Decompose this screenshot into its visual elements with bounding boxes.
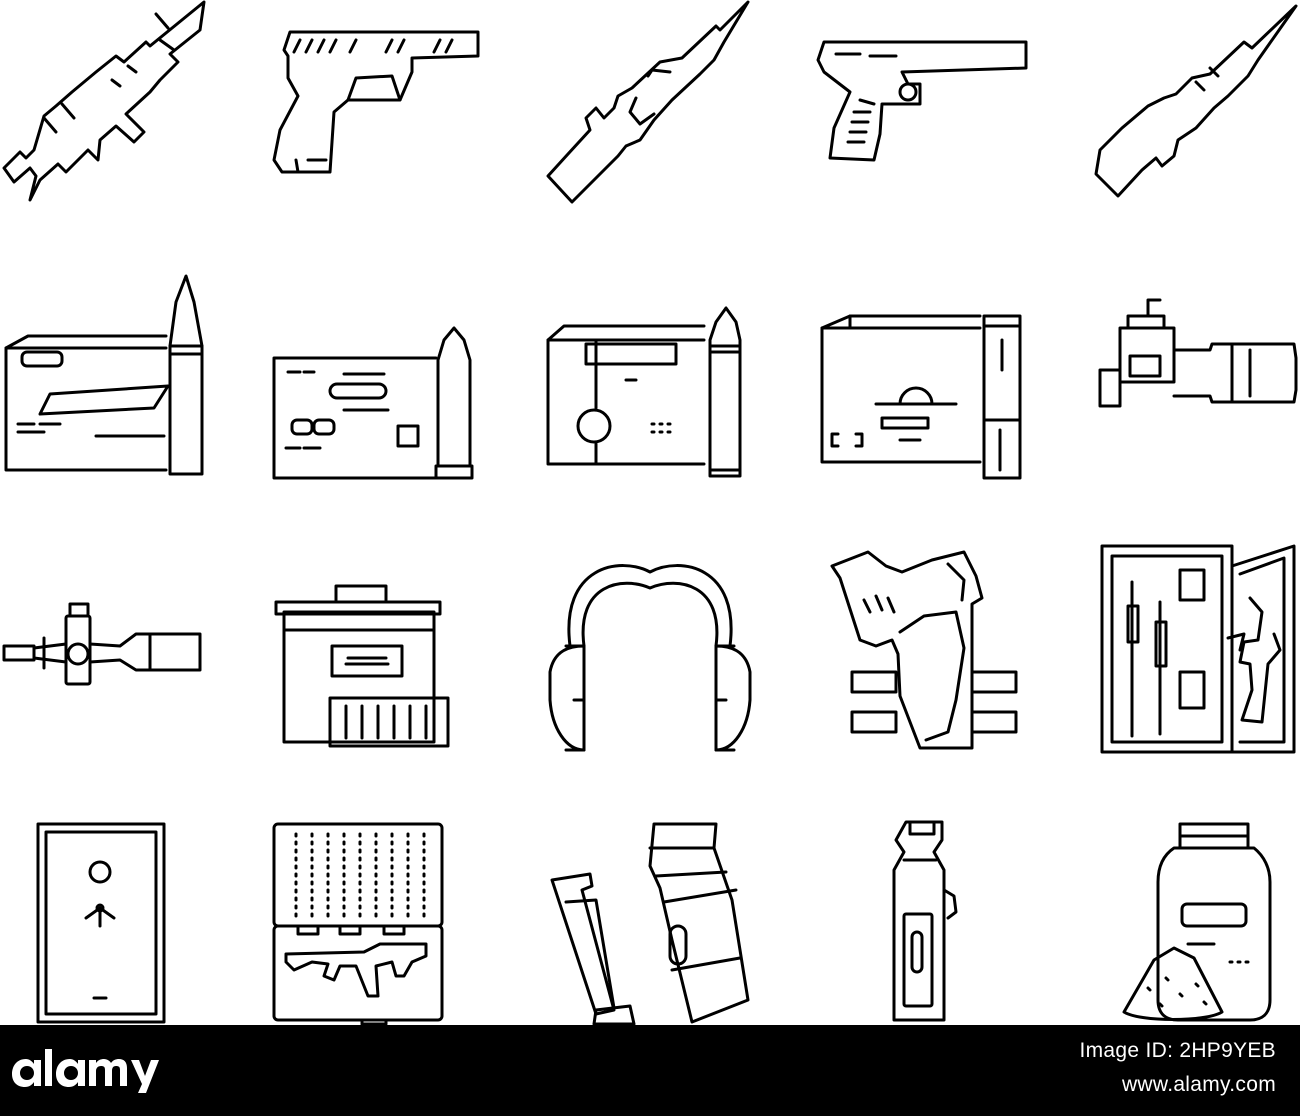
sport-pistol-icon bbox=[816, 40, 1028, 162]
shotgun-icon bbox=[1094, 4, 1298, 198]
shotgun-shell-box-icon bbox=[820, 314, 1022, 480]
image-id-label: Image ID: 2HP9YEB bbox=[1079, 1039, 1276, 1062]
sniper-rifle-icon bbox=[546, 0, 750, 204]
pistol-ammo-box-icon bbox=[272, 326, 474, 480]
safe-icon bbox=[36, 822, 166, 1024]
magazines-icon bbox=[550, 822, 750, 1025]
gun-shop-icon-set bbox=[2, 0, 1298, 1025]
rifle-ammo-box-icon bbox=[4, 274, 204, 476]
alamy-logo[interactable] bbox=[12, 1047, 160, 1097]
gun-case-icon bbox=[272, 822, 444, 1025]
ammo-crate-icon bbox=[274, 584, 450, 748]
rifle-scope-icon bbox=[2, 602, 202, 686]
night-vision-scope-icon bbox=[1098, 298, 1298, 408]
pepper-spray-icon bbox=[892, 820, 958, 1022]
alamy-logo-wordmark bbox=[12, 1049, 159, 1093]
gun-cabinet-icon bbox=[1100, 544, 1296, 754]
footer-bar bbox=[0, 1025, 1300, 1116]
pistol-icon bbox=[272, 30, 480, 174]
ear-protection-icon bbox=[548, 564, 752, 752]
gunpowder-icon bbox=[1122, 822, 1272, 1022]
image-meta: Image ID: 2HP9YEB www.alamy.com bbox=[1079, 1034, 1276, 1102]
rimfire-ammo-box-icon bbox=[546, 306, 742, 478]
site-url[interactable]: www.alamy.com bbox=[1121, 1073, 1276, 1096]
assault-rifle-icon bbox=[2, 0, 206, 202]
gun-holster-icon bbox=[830, 550, 1018, 750]
